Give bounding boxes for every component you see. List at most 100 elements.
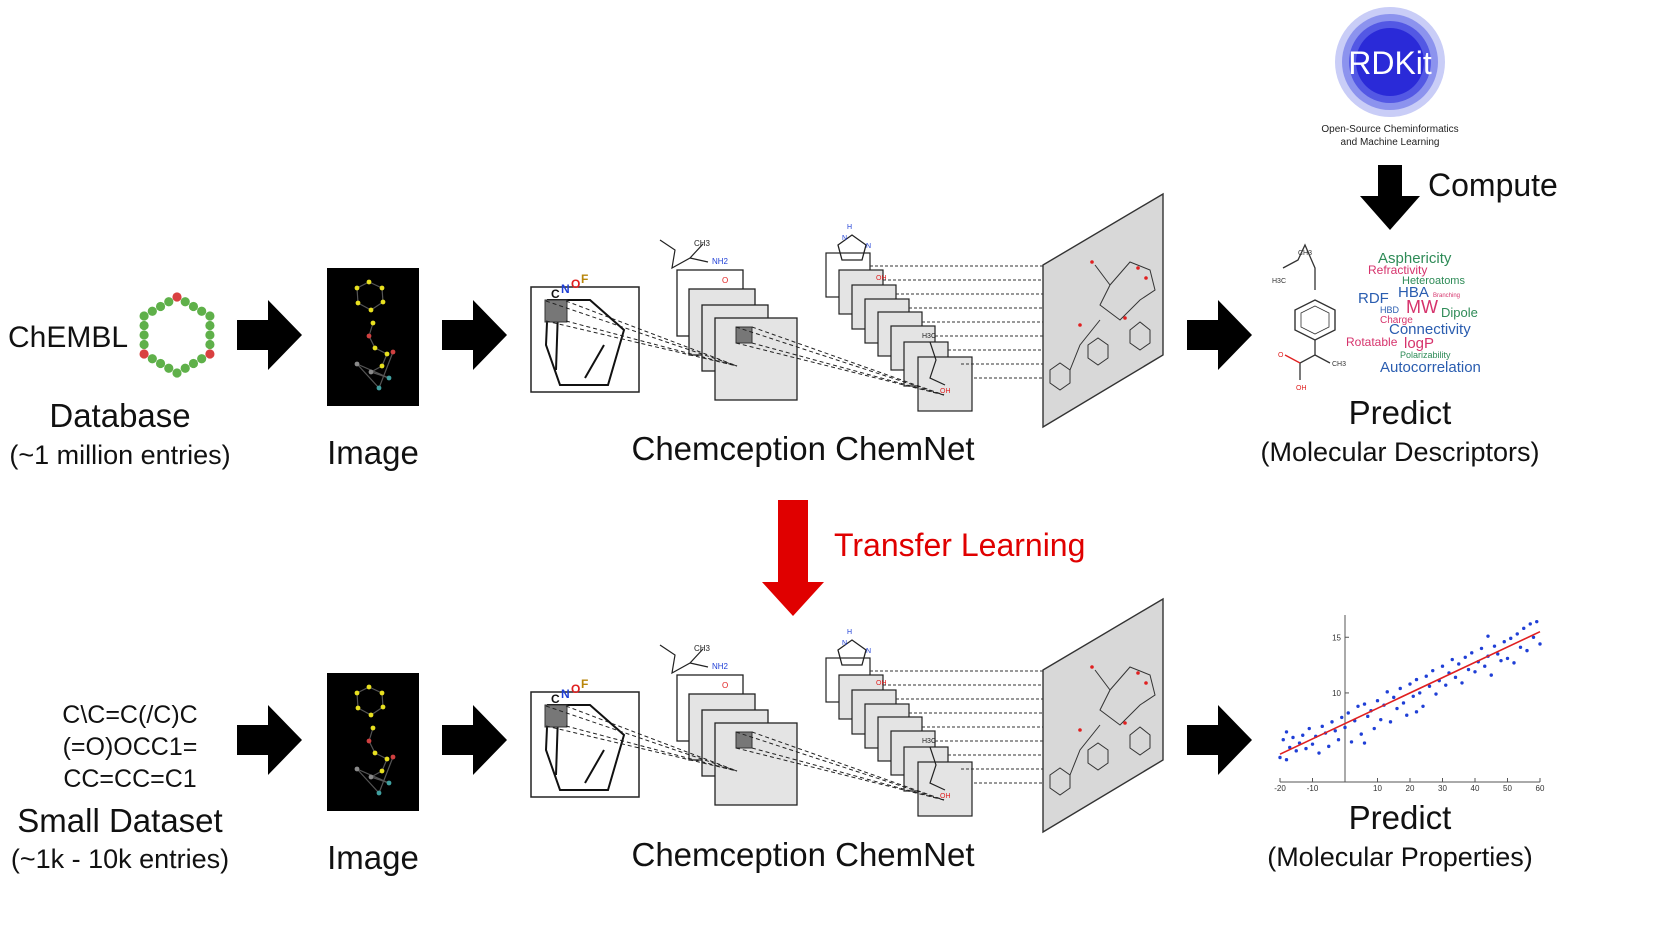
benzene-ring-icon	[1049, 362, 1071, 391]
channel-letter: F	[581, 272, 588, 286]
atom-dot	[379, 768, 385, 774]
bond-line	[1284, 354, 1301, 364]
scatter-point	[1479, 646, 1484, 651]
atom-dot	[379, 285, 385, 291]
scatter-point	[1281, 737, 1285, 742]
atom-dot	[205, 339, 215, 350]
scatter-point	[1343, 725, 1347, 730]
scatter-point	[1307, 726, 1311, 731]
bond-line	[378, 351, 394, 389]
scatter-point	[1395, 706, 1399, 711]
atom-dot	[205, 330, 215, 340]
atom-dot	[172, 368, 182, 378]
atom-dot	[205, 349, 215, 359]
atom-dot	[180, 297, 190, 307]
y-tick-label: 15	[1332, 633, 1341, 642]
atom-dot	[384, 351, 390, 357]
conv-filter-patch	[544, 704, 568, 728]
atom-dot	[370, 725, 376, 731]
x-tick-label: 30	[1438, 784, 1447, 793]
projection-line	[751, 326, 945, 396]
descriptor-word: Connectivity	[1389, 321, 1471, 338]
descriptor-word: logP	[1404, 335, 1434, 352]
o-label: O	[722, 681, 728, 690]
small-dataset-label: Small Dataset	[17, 802, 222, 839]
scatter-point	[1492, 644, 1497, 648]
bond-line	[1069, 724, 1101, 776]
scatter-point	[1388, 720, 1393, 724]
scatter-point	[1444, 683, 1448, 687]
descriptor-word: Dipole	[1441, 305, 1478, 320]
scatter-point	[1340, 715, 1344, 720]
conv-filter-patch	[544, 299, 568, 323]
bond-line	[356, 287, 359, 304]
atom-dot	[386, 780, 392, 786]
atom-dot	[205, 320, 215, 331]
rdkit-tagline-1: Open-Source Cheminformatics	[1321, 124, 1458, 135]
scatter-point	[1284, 758, 1289, 762]
projection-line	[735, 731, 945, 801]
descriptor-word: Charge	[1380, 315, 1413, 326]
scatter-point	[1457, 662, 1461, 666]
oh-label: OH	[876, 680, 887, 687]
oh-label: OH	[876, 275, 887, 282]
bond-line	[370, 301, 384, 311]
scatter-point	[1531, 635, 1536, 639]
scatter-point	[1366, 714, 1370, 719]
scatter-point	[1505, 656, 1510, 661]
predict-sub-label: (Molecular Descriptors)	[1260, 437, 1539, 467]
atom-dot	[368, 774, 374, 780]
atom-dot	[164, 297, 174, 307]
channel-letter: N	[561, 282, 570, 296]
atom-dot	[376, 385, 382, 391]
oxygen-atom	[1144, 681, 1148, 685]
scatter-point	[1431, 668, 1435, 673]
ch3-label: CH3	[1332, 361, 1346, 368]
molecule-fragment	[929, 341, 946, 386]
atom-dot	[386, 375, 392, 381]
scatter-point	[1356, 704, 1360, 708]
pyrazole-ring-icon	[837, 639, 867, 666]
scatter-point	[1304, 746, 1308, 751]
projection-line	[735, 747, 945, 801]
nh2-label: NH2	[712, 662, 729, 671]
bond-line	[1094, 666, 1156, 726]
scatter-point	[1509, 636, 1513, 641]
atom-dot	[379, 363, 385, 369]
atom-dot	[379, 690, 385, 696]
transfer-learning-label: Transfer Learning	[834, 527, 1085, 563]
right-arrow-icon	[1187, 300, 1252, 370]
oh-label: OH	[940, 388, 951, 395]
chemnet-label: Chemception ChemNet	[632, 430, 975, 467]
benzene-ring-icon	[1129, 321, 1151, 351]
bond-line	[356, 768, 380, 794]
benzene-inner-ring	[1300, 305, 1330, 335]
atom-dot	[366, 684, 372, 690]
scatter-point	[1434, 692, 1438, 696]
descriptor-word: Heteroatoms	[1402, 275, 1465, 287]
atom-dot	[372, 750, 378, 756]
scatter-point	[1333, 729, 1337, 733]
database-label: Database	[49, 397, 190, 434]
atom-dot	[155, 301, 166, 312]
taxol-structure	[1049, 665, 1156, 796]
bond-line	[357, 707, 372, 716]
ch3-label: CH3	[694, 644, 711, 653]
scatter-point	[1375, 699, 1380, 703]
rdkit-logo-text: RDKit	[1348, 45, 1432, 81]
n-label: N	[842, 640, 847, 647]
bond-line	[370, 706, 384, 716]
bond-line	[584, 749, 605, 784]
atom-dot	[366, 738, 372, 744]
descriptor-word: Polarizability	[1400, 350, 1451, 360]
scatter-point	[1398, 686, 1402, 691]
channel-letter: O	[571, 277, 580, 291]
taxol-structure	[1049, 260, 1156, 391]
scatter-point	[1466, 667, 1471, 672]
down-arrow-icon	[1360, 165, 1420, 230]
channel-letter: C	[551, 692, 560, 706]
o-label: O	[1278, 352, 1284, 359]
conv-filter-patch	[735, 731, 753, 749]
oxygen-atom	[1090, 260, 1094, 264]
projection-line	[751, 747, 945, 801]
